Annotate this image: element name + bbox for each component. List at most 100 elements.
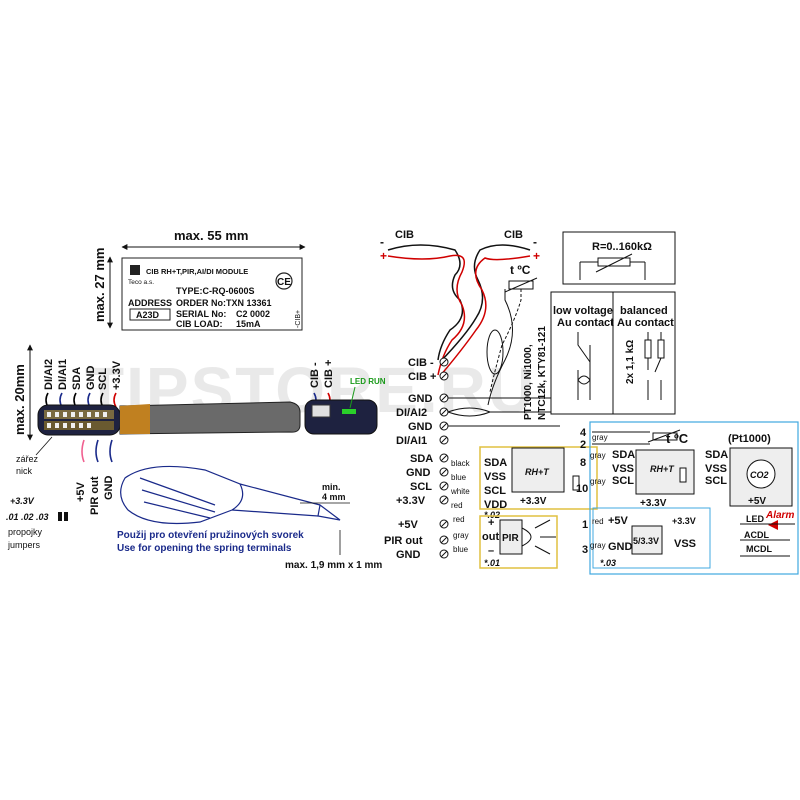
pin-scl: SCL <box>97 368 109 390</box>
height-dim-label: max. 27 mm <box>92 248 107 322</box>
term-cib-minus: CIB - <box>408 357 434 369</box>
left-notes: zářez nick +3.3V .01 .02 .03 propojky ju… <box>6 436 68 550</box>
temp-label: t ºC <box>510 263 531 277</box>
term-3v3: +3.3V <box>396 495 426 507</box>
co2-led: LED <box>746 514 765 524</box>
module-type: TYPE:C-RQ-0600S <box>176 286 255 296</box>
rp-sda: SDA <box>612 449 635 461</box>
pin-sda: SDA <box>71 367 83 390</box>
rht-chip: RH+T <box>525 467 550 477</box>
pir-wire-blue: blue <box>453 545 469 554</box>
term-di-ai2: DI/AI2 <box>396 407 427 419</box>
term-5v: +5V <box>398 519 419 531</box>
rp-red: red <box>592 517 604 526</box>
ce-mark: CE <box>277 277 291 288</box>
sensor-types-2: NTC12k, KTY81-121 <box>537 326 548 420</box>
rp-n3: 3 <box>582 544 588 556</box>
term-gnd-3: GND <box>406 467 431 479</box>
co2-alarm: Alarm <box>765 510 794 521</box>
rp-code: *.03 <box>600 558 616 568</box>
zarez-label: zářez <box>16 454 39 464</box>
nick-label: nick <box>16 466 33 476</box>
rp-gray-3: gray <box>590 477 606 486</box>
bottom-pins: +5V PIR out GND <box>75 439 115 515</box>
load-label: CIB LOAD: <box>176 319 223 329</box>
thickness-dim-label: max. 20mm <box>12 364 27 435</box>
rht-module: black blue white red SDA VSS SCL VDD RH+… <box>450 446 598 520</box>
rp-temp: t ºC <box>666 431 689 446</box>
pin-gnd-bottom: GND <box>103 476 115 501</box>
right-panel: 4 2 gray t ºC (Pt1000) 8 10 gray gray SD… <box>576 421 799 575</box>
term-scl: SCL <box>410 481 432 493</box>
min-value: 4 mm <box>322 492 346 502</box>
wire-white: white <box>450 487 470 496</box>
rp-5v: +5V <box>608 515 629 527</box>
pin-3v3: +3.3V <box>111 360 123 390</box>
rp-gray-4: gray <box>590 541 606 550</box>
propojky-label: propojky <box>8 527 43 537</box>
term-gnd-2: GND <box>408 421 433 433</box>
rp-gray-1: gray <box>592 433 608 442</box>
term-pir-out: PIR out <box>384 535 423 547</box>
co2-label: CO2 <box>750 470 769 480</box>
term-gnd-1: GND <box>408 393 433 405</box>
rp-sda-2: SDA <box>705 449 728 461</box>
rht-pin-sda: SDA <box>484 457 507 469</box>
pir-pin-minus: – <box>488 545 494 557</box>
cib-plus-right: + <box>533 249 540 263</box>
cib-bus: CIB - + CIB - + <box>380 229 540 377</box>
screwdriver-note-cz: Použij pro otevření pružinových svorek <box>117 530 304 541</box>
tool-size: max. 1,9 mm x 1 mm <box>285 560 382 571</box>
rht-pin-vdd: VDD <box>484 499 507 511</box>
module-maker: Teco a.s. <box>128 279 154 286</box>
term-gnd-4: GND <box>396 549 421 561</box>
rht-pin-vss: VSS <box>484 471 506 483</box>
pir-code: *.01 <box>484 558 500 568</box>
wire-red: red <box>451 501 463 510</box>
rht-code: *.02 <box>484 510 500 520</box>
jumper-codes: .01 .02 .03 <box>6 512 49 522</box>
low-voltage-label: low voltage <box>553 305 613 317</box>
address-label: ADDRESS <box>128 298 172 308</box>
pin-cib-minus: CIB - <box>309 362 321 388</box>
pin-gnd: GND <box>85 366 97 391</box>
v33-note: +3.3V <box>10 496 35 506</box>
led-run-label: LED RUN <box>350 377 386 386</box>
rp-gnd: GND <box>608 541 633 553</box>
wire-blue: blue <box>451 473 467 482</box>
min-label: min. <box>322 482 341 492</box>
pin-cib-plus: CIB + <box>323 360 335 388</box>
screwdriver-note-en: Use for opening the spring terminals <box>117 543 292 554</box>
serial-value: C2 0002 <box>236 309 270 319</box>
term-cib-plus: CIB + <box>408 371 436 383</box>
jumpers-label: jumpers <box>7 540 41 550</box>
module-title: CIB RH+T,PIR,AI/DI MODULE <box>146 267 248 276</box>
co2-mcdl: MCDL <box>746 544 772 554</box>
sensor-types-1: PT1000, Ni1000, <box>523 344 534 420</box>
pin-labels: DI/AI2 DI/AI1 SDA GND SCL +3.3V CIB - CI… <box>43 359 335 390</box>
pir-module: red gray blue + out – PIR *.01 <box>453 515 558 569</box>
module-label: CIB RH+T,PIR,AI/DI MODULE Teco a.s. TYPE… <box>121 257 303 331</box>
r-range: R=0..160kΩ <box>592 241 652 253</box>
balanced-au: Au contact <box>617 317 674 329</box>
contact-boxes: low voltage Au contact balanced Au conta… <box>550 291 676 415</box>
rp-gray-2: gray <box>590 451 606 460</box>
load-value: 15mA <box>236 319 261 329</box>
rp-vss: VSS <box>612 463 634 475</box>
rp-vss-3: VSS <box>674 538 696 550</box>
temp-sensor: t ºC PT1000, Ni1000, NTC12k, KTY81-121 <box>486 263 548 420</box>
cib-plus-left: + <box>380 249 387 263</box>
rht-pin-scl: SCL <box>484 485 506 497</box>
terminals: CIB - CIB + GND DI/AI2 GND DI/AI1 SDA GN… <box>384 357 560 561</box>
co2-acdl: ACDL <box>744 530 769 540</box>
pin-5v: +5V <box>75 481 87 502</box>
rp-vss-2: VSS <box>705 463 727 475</box>
cib-label-right: CIB <box>504 229 523 241</box>
screwdriver <box>120 465 341 525</box>
cib-minus-right: - <box>533 235 537 249</box>
balanced-resistors: 2x 1,1 kΩ <box>625 340 636 384</box>
rp-n1: 1 <box>582 519 588 531</box>
rht-voltage: +3.3V <box>520 496 547 507</box>
